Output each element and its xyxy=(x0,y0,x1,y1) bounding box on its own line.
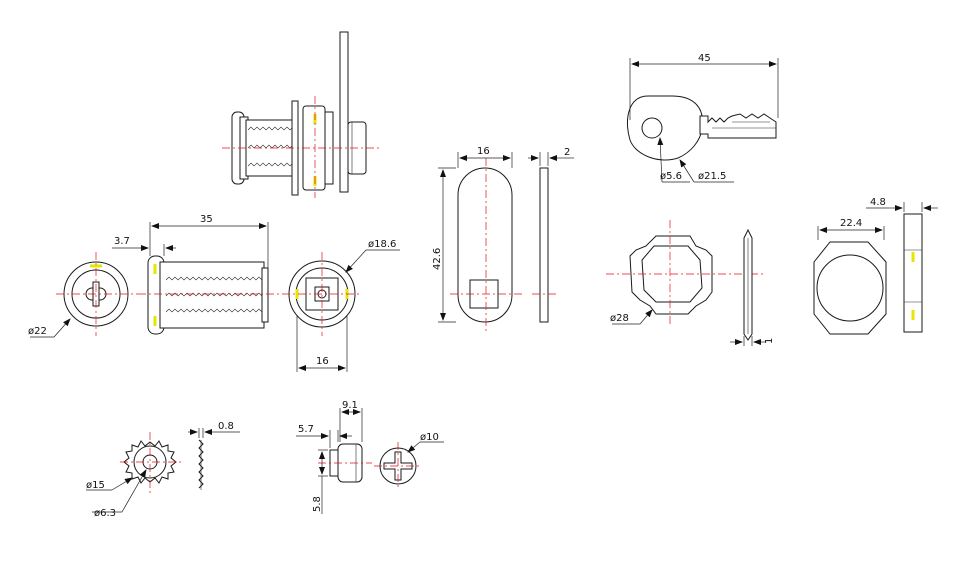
tab-washer-side-view: 1 xyxy=(730,228,775,346)
star-washer-side-view: 0.8 xyxy=(188,421,240,490)
screw-head-front-view: ø10 xyxy=(374,432,444,490)
dim-cam-thickness-2: 2 xyxy=(564,147,570,158)
dim-cam-width-16: 16 xyxy=(477,146,490,157)
dim-screw-head-10: ø10 xyxy=(420,432,439,443)
dim-star-washer-0-8: 0.8 xyxy=(218,421,234,432)
dim-key-bow-21-5: ø21.5 xyxy=(698,171,726,182)
cam-plate-side-view: 2 xyxy=(528,147,574,323)
screw-side-view: 9.1 5.7 5.8 xyxy=(296,400,372,514)
lock-back-view: ø18.6 16 xyxy=(282,239,400,372)
hex-nut-side-view: 4.8 xyxy=(866,197,938,333)
dim-washer-28: ø28 xyxy=(610,313,629,324)
dim-key-length-45: 45 xyxy=(698,53,711,64)
dim-3-7: 3.7 xyxy=(114,236,130,247)
dim-diameter-18-6: ø18.6 xyxy=(368,239,396,250)
dim-star-washer-15: ø15 xyxy=(86,480,105,491)
dim-star-washer-6-3: ø6.3 xyxy=(94,508,116,519)
dim-nut-22-4: 22.4 xyxy=(840,218,862,229)
tab-washer-front-view: ø28 xyxy=(606,220,766,326)
dim-washer-thickness-1: 1 xyxy=(764,338,775,344)
cam-plate-front-view: 16 42.6 xyxy=(432,146,522,332)
dim-cam-length-42-6: 42.6 xyxy=(432,248,443,270)
dim-diameter-22: ø22 xyxy=(28,326,47,337)
lock-body-side-view: 35 3.7 xyxy=(112,214,282,335)
dim-width-16: 16 xyxy=(316,356,329,367)
star-washer-front-view: ø15 ø6.3 xyxy=(86,432,182,519)
hex-nut-front-view: 22.4 xyxy=(813,218,887,335)
lock-front-view: ø22 xyxy=(28,252,138,338)
dim-screw-9-1: 9.1 xyxy=(342,400,358,411)
key-view: 45 ø5.6 ø21.5 xyxy=(627,53,779,183)
assembled-lock-side-view xyxy=(222,31,380,198)
dim-nut-4-8: 4.8 xyxy=(870,197,886,208)
dim-screw-5-8: 5.8 xyxy=(312,496,323,512)
dim-key-hole-5-6: ø5.6 xyxy=(660,171,682,182)
dim-screw-5-7: 5.7 xyxy=(298,424,314,435)
dim-length-35: 35 xyxy=(200,214,213,225)
